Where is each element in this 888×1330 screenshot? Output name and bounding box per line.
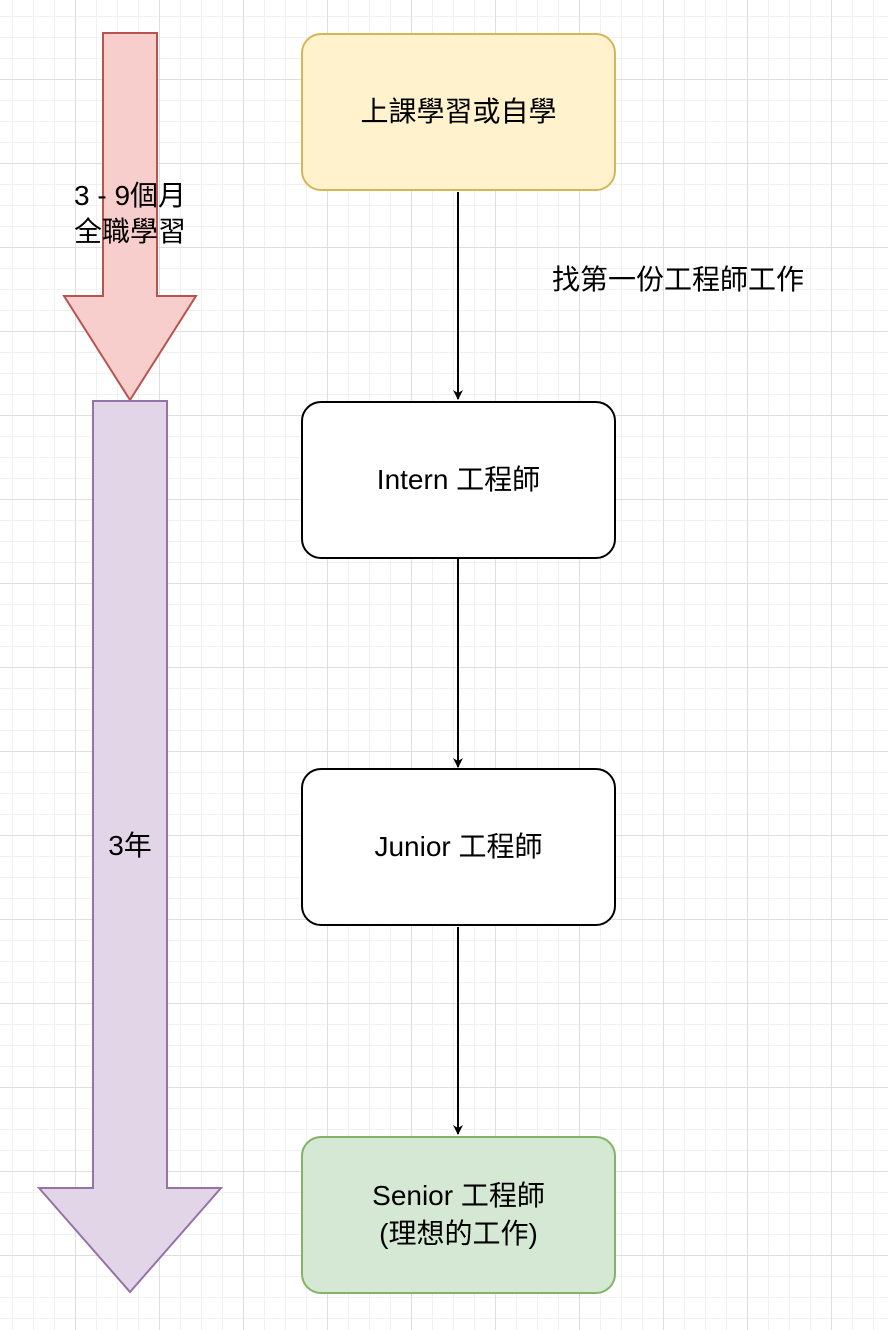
node-intern-label: Intern 工程師 [376, 464, 541, 495]
node-learn[interactable]: 上課學習或自學 [301, 33, 616, 191]
work-period-label: 3年 [108, 830, 152, 861]
node-senior[interactable]: Senior 工程師 (理想的工作) [301, 1136, 616, 1294]
node-learn-label: 上課學習或自學 [360, 96, 557, 127]
node-intern[interactable]: Intern 工程師 [301, 401, 616, 559]
node-junior-label: Junior 工程師 [374, 831, 543, 862]
node-senior-label-line1: Senior 工程師 [372, 1180, 545, 1211]
node-junior[interactable]: Junior 工程師 [301, 768, 616, 926]
edge-label-find-job: 找第一份工程師工作 [552, 264, 805, 295]
study-period-arrow[interactable] [62, 32, 198, 402]
study-period-duration: 3 - 9個月 [73, 180, 187, 211]
node-senior-label-line2: (理想的工作) [379, 1218, 538, 1249]
work-period-arrow[interactable] [36, 400, 224, 1294]
study-period-label: 3 - 9個月 全職學習 [40, 178, 220, 250]
study-period-description: 全職學習 [73, 216, 186, 247]
